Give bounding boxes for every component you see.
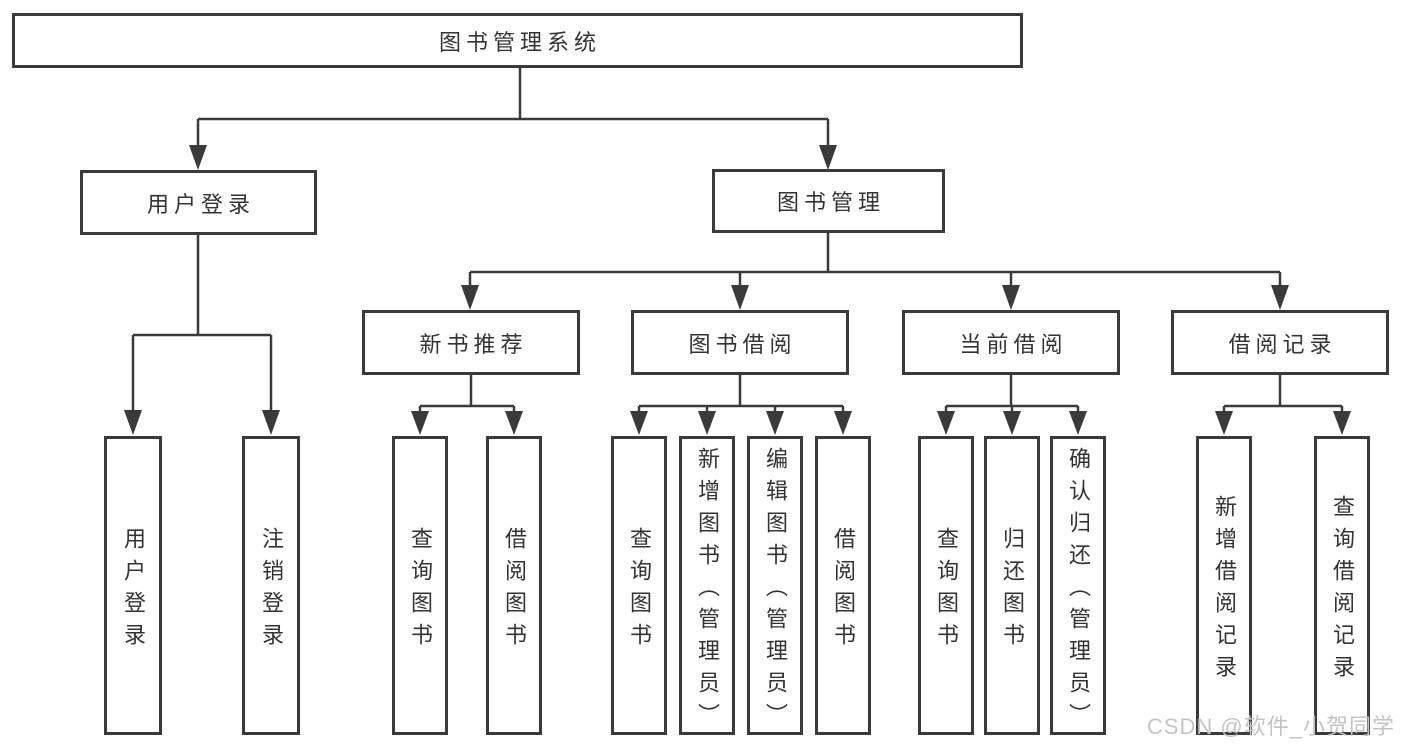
node-borrow-book-recommend: 借阅图书 <box>486 436 542 735</box>
connector-root-to-level2 <box>189 66 837 170</box>
node-label: 确认归还（管理员） <box>1066 446 1091 735</box>
node-add-borrow-record: 新增借阅记录 <box>1196 436 1252 735</box>
node-add-book-admin: 新增图书（管理员） <box>679 436 735 735</box>
arrowhead <box>1002 285 1020 310</box>
arrowhead <box>411 411 429 435</box>
arrowhead <box>630 411 648 435</box>
node-label: 用户登录 <box>146 191 255 217</box>
node-label: 图书管理 <box>776 190 885 215</box>
node-label: 用户登录 <box>121 526 146 655</box>
node-label: 新书推荐 <box>419 331 528 357</box>
arrowhead <box>937 411 955 435</box>
arrowhead <box>505 411 523 435</box>
arrowhead <box>819 145 837 170</box>
node-label: 图书借阅 <box>688 331 797 357</box>
node-label: 新增借阅记录 <box>1212 494 1237 687</box>
arrowhead <box>461 285 479 310</box>
node-label: 当前借阅 <box>959 331 1068 357</box>
arrowhead <box>124 410 142 435</box>
arrowhead <box>698 411 716 435</box>
node-confirm-return-admin: 确认归还（管理员） <box>1050 436 1106 735</box>
connector-current-borrow-to-leaves <box>937 375 1087 435</box>
node-query-book-recommend: 查询图书 <box>392 436 448 735</box>
node-return-book: 归还图书 <box>984 436 1040 735</box>
node-label: 借阅图书 <box>502 526 527 655</box>
node-label: 注销登录 <box>259 526 284 655</box>
node-borrow-records: 借阅记录 <box>1171 310 1389 375</box>
arrowhead <box>731 285 749 310</box>
node-label: 归还图书 <box>1000 526 1025 655</box>
connector-borrow-records-to-leaves <box>1215 375 1351 435</box>
node-query-borrow-record: 查询借阅记录 <box>1314 436 1370 735</box>
arrowhead <box>189 145 207 170</box>
connector-book-borrow-to-leaves <box>630 375 852 435</box>
watermark: CSDN @软件_小贺同学 <box>1146 714 1395 739</box>
arrowhead <box>1271 285 1289 310</box>
node-label: 查询图书 <box>627 526 652 655</box>
node-current-borrow: 当前借阅 <box>902 310 1120 375</box>
arrowhead <box>1003 411 1021 435</box>
arrowhead <box>1215 411 1233 435</box>
connector-book-management-to-level3 <box>461 233 1289 310</box>
node-label: 查询图书 <box>934 526 959 655</box>
node-book-management: 图书管理 <box>712 169 945 233</box>
node-label: 借阅记录 <box>1228 331 1337 357</box>
node-edit-book-admin: 编辑图书（管理员） <box>747 436 803 735</box>
node-library-management-system: 图书管理系统 <box>12 13 1023 68</box>
node-label: 查询图书 <box>408 526 433 655</box>
node-label: 编辑图书（管理员） <box>763 446 788 735</box>
arrowhead <box>262 410 280 435</box>
node-user-login-leaf: 用户登录 <box>104 436 162 735</box>
node-label: 查询借阅记录 <box>1330 494 1355 687</box>
arrowhead <box>1069 411 1087 435</box>
node-query-book-borrow: 查询图书 <box>611 436 667 735</box>
arrowhead <box>834 411 852 435</box>
node-query-book-current: 查询图书 <box>918 436 974 735</box>
connector-new-book-recommend-to-leaves <box>411 375 523 435</box>
node-book-borrow: 图书借阅 <box>631 310 849 375</box>
node-label: 图书管理系统 <box>438 29 601 55</box>
node-label: 新增图书（管理员） <box>695 446 720 735</box>
node-logout-login: 注销登录 <box>242 436 300 735</box>
arrowhead <box>766 411 784 435</box>
node-user-login: 用户登录 <box>80 170 317 235</box>
connector-user-login-to-leaves <box>124 235 280 435</box>
node-new-book-recommend: 新书推荐 <box>362 310 580 375</box>
arrowhead <box>1333 411 1351 435</box>
node-borrow-book: 借阅图书 <box>815 436 871 735</box>
node-label: 借阅图书 <box>831 526 856 655</box>
